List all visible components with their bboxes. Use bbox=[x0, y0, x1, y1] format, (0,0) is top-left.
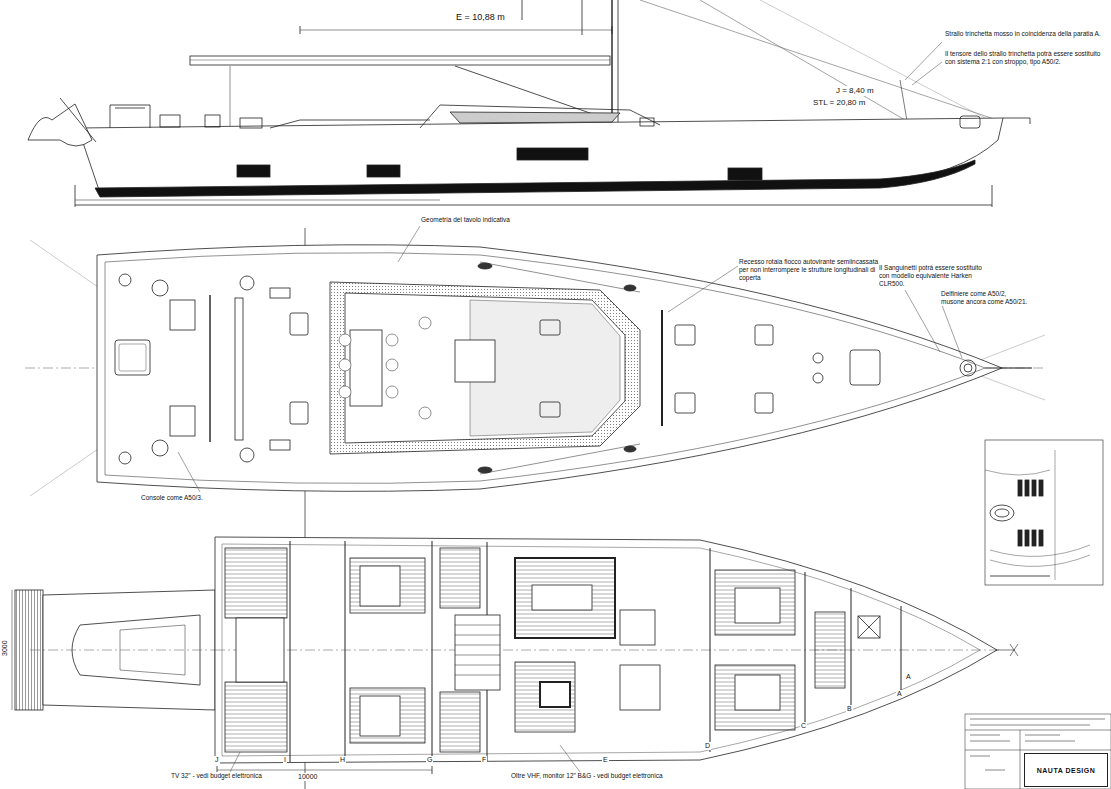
drawing-note: Oltre VHF, monitor 12" B&G - vedi budget… bbox=[510, 772, 664, 780]
drawing-note: J = 8,40 m bbox=[835, 86, 875, 96]
drawing-note: E = 10,88 m bbox=[455, 12, 506, 23]
station-letter: I bbox=[283, 756, 287, 764]
drawing-note: STL = 20,80 m bbox=[812, 98, 866, 108]
drawing-note: 3000 bbox=[1, 639, 9, 657]
drawing-note: 10000 bbox=[297, 773, 318, 781]
station-letter: B bbox=[846, 705, 853, 713]
leader-line bbox=[178, 42, 962, 772]
profile-view bbox=[28, 0, 1030, 207]
drawing-note: Strallo trinchetta mosso in coincidenza … bbox=[944, 30, 1106, 38]
station-letter: C bbox=[800, 722, 807, 730]
station-letter: G bbox=[426, 756, 433, 764]
drawing-note: Geometria del tavolo indicativa bbox=[420, 216, 511, 224]
windlass-inset bbox=[985, 440, 1103, 585]
station-letter: H bbox=[339, 756, 346, 764]
drawing-note: Il Sanguinetti potrà essere sostituito c… bbox=[878, 264, 985, 287]
station-letter: E bbox=[602, 756, 609, 764]
drawing-note: Recesso rotaia fiocco autovirante semiin… bbox=[738, 258, 880, 281]
interior-plan bbox=[12, 537, 1018, 774]
station-letter: F bbox=[481, 756, 487, 764]
drawing-note: Delfiniere come A50/2, musone ancora com… bbox=[940, 290, 1032, 306]
station-letter: A bbox=[905, 673, 912, 681]
drawing-note: Console come A50/3. bbox=[140, 494, 204, 502]
drawing-note: Il tensore dello strallo trinchetta potr… bbox=[944, 50, 1106, 66]
deck-plan bbox=[25, 228, 1045, 789]
drawing-note: TV 32" - vedi budget elettronica bbox=[170, 772, 263, 780]
station-letter: J bbox=[214, 756, 220, 764]
logo-text: NAUTA DESIGN bbox=[1037, 767, 1096, 774]
logo-box: NAUTA DESIGN bbox=[1024, 753, 1108, 787]
title-block bbox=[965, 714, 1111, 789]
station-letter: D bbox=[704, 742, 711, 750]
station-letter: A bbox=[896, 690, 903, 698]
